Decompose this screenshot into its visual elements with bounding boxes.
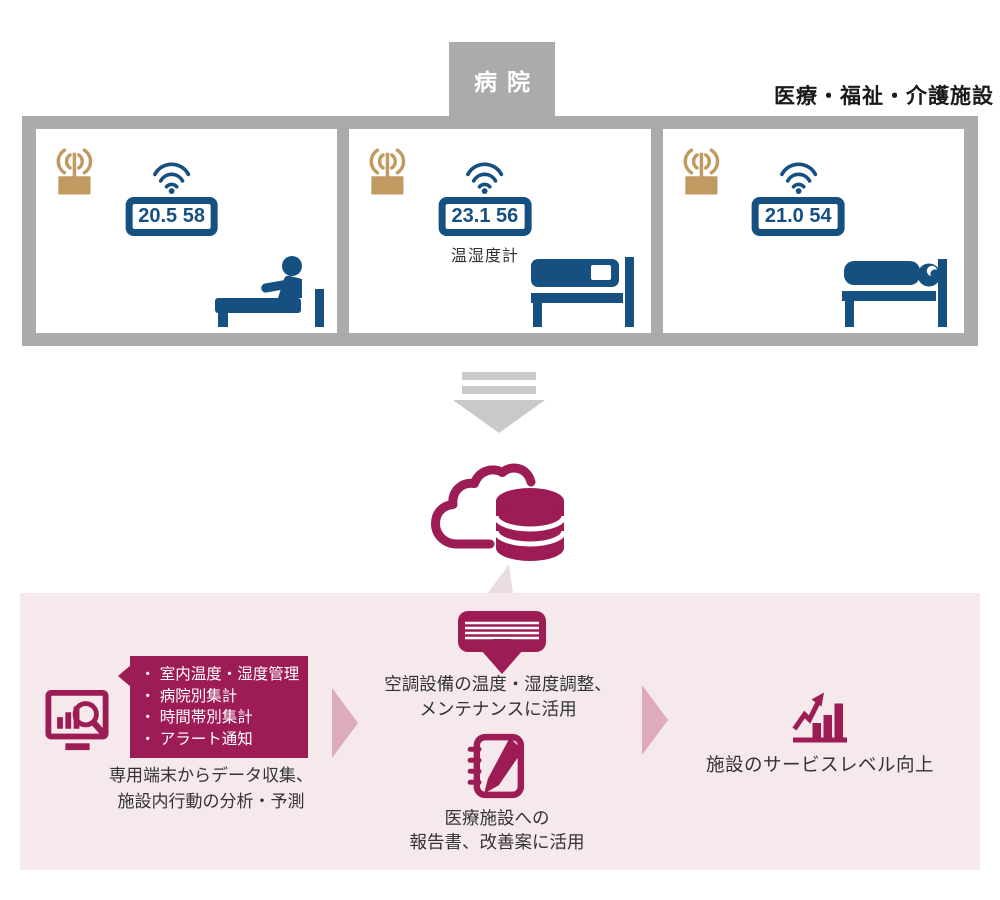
bed-patient-lying-icon [841,259,947,327]
wifi-router-icon [369,148,406,195]
thermo-hygrometer-label: 温湿度計 [450,248,519,265]
report-usage-caption: 医療施設への 報告書、改善案に活用 [357,806,637,854]
wifi-signal-icon [779,162,817,194]
room-card-3: 21.0 54 [662,129,964,333]
flow-arrow-right-icon [332,688,358,758]
thermo-hygrometer-reading: 23.1 56 [443,202,527,231]
downward-flow-arrow [453,372,545,433]
flow-arrow-right-icon [642,685,668,755]
bed-patient-sitting-icon [215,256,325,327]
arrow-head [453,400,545,433]
thermo-hygrometer-reading: 20.5 58 [130,202,213,231]
sensor-group: 21.0 54 [751,162,845,236]
sensor-group: 23.1 56 温湿度計 [438,162,532,266]
caption-line: 空調設備の温度・湿度調整、 [384,674,612,694]
analytics-monitor-icon [45,689,109,751]
hospital-tab: 病院 [449,42,555,118]
hospital-tab-label: 病院 [474,69,540,95]
thermo-hygrometer-display: 20.5 58 [125,197,218,236]
feature-list-bubble: ・ 室内温度・湿度管理 ・ 病院別集計 ・ 時間帯別集計 ・ アラート通知 [118,656,308,758]
sensor-group: 20.5 58 [125,162,218,236]
bubble-notch [118,665,131,687]
service-growth-chart-icon [792,692,847,743]
caption-line: 専用端末からデータ収集、 [109,766,313,785]
wifi-router-icon [683,148,719,195]
caption-line: メンテナンスに活用 [419,699,577,719]
hvac-unit-icon [458,611,546,674]
caption-line: 報告書、改善案に活用 [409,832,585,852]
report-notebook-icon [467,733,525,799]
room-card-2: 23.1 56 温湿度計 [349,129,651,333]
benefits-panel: ・ 室内温度・湿度管理 ・ 病院別集計 ・ 時間帯別集計 ・ アラート通知 専用… [20,593,980,870]
thermo-hygrometer-display: 21.0 54 [751,197,845,236]
wifi-signal-icon [466,162,504,194]
caption-line: 医療施設への [444,808,550,828]
facility-type-label: 医療・福祉・介護施設 [774,85,994,108]
thermo-hygrometer-display: 23.1 56 [438,197,532,236]
feature-item: ・ アラート通知 [140,730,253,748]
arrow-bar [462,386,536,394]
service-level-caption: 施設のサービスレベル向上 [705,754,934,775]
ward-rooms-panel: 20.5 58 [22,116,978,346]
feature-item: ・ 時間帯別集計 [140,709,253,726]
cloud-database-icon [431,463,567,561]
wifi-signal-icon [153,162,191,194]
thermo-hygrometer-reading: 21.0 54 [756,202,840,231]
bed-empty-icon [530,257,634,327]
caption-line: 施設内行動の分析・予測 [117,792,305,811]
feature-item: ・ 室内温度・湿度管理 [140,666,300,683]
feature-item: ・ 病院別集計 [140,687,238,705]
room-card-1: 20.5 58 [36,129,338,333]
wifi-router-icon [56,148,93,195]
arrow-bar [462,372,536,380]
hvac-usage-caption: 空調設備の温度・湿度調整、 メンテナンスに活用 [338,672,658,722]
data-collection-caption: 専用端末からデータ収集、 施設内行動の分析・予測 [61,763,361,815]
